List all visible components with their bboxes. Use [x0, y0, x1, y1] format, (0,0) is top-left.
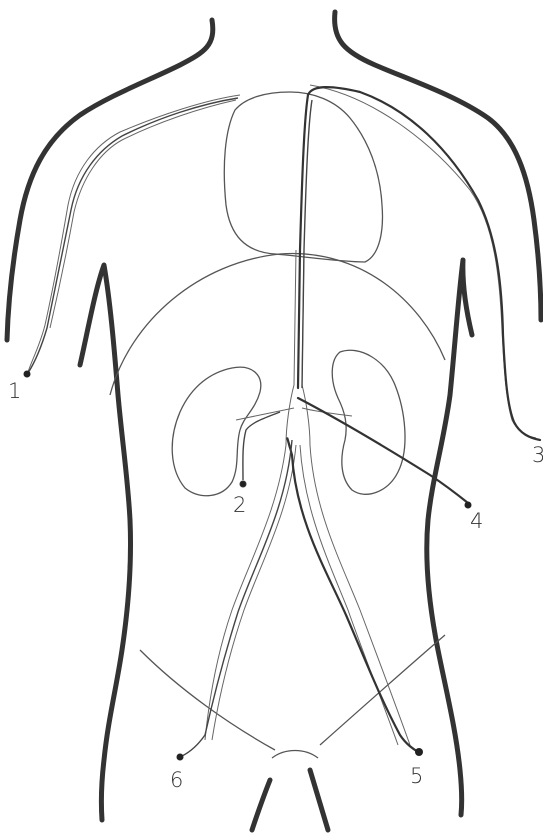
organs — [110, 92, 445, 758]
pubic-arc — [272, 751, 318, 759]
callout-3: 3 — [532, 443, 543, 467]
aorta-left-wall — [286, 250, 296, 445]
catheter-1-tip — [24, 371, 31, 378]
pelvis-right-arc — [320, 635, 445, 745]
catheter-5 — [287, 438, 418, 752]
catheters — [24, 87, 541, 760]
right-leg-inner-outline — [310, 770, 328, 830]
catheter-4-tip — [465, 502, 472, 509]
left-kidney — [172, 367, 261, 496]
callout-1: 1 — [8, 379, 21, 403]
left-subclavian-vessel — [28, 95, 240, 372]
callout-2: 2 — [233, 493, 246, 517]
left-leg-inner-outline — [252, 780, 270, 830]
callout-labels: 1 2 3 4 5 6 — [8, 379, 543, 792]
right-iliac-outer — [310, 445, 410, 745]
neck-right-outline — [335, 12, 541, 320]
torso-right-outline — [427, 260, 472, 815]
vessels — [28, 85, 536, 745]
catheter-2-tip — [240, 481, 246, 487]
pelvis-left-arc — [140, 650, 275, 750]
body-outline — [7, 12, 541, 830]
callout-4: 4 — [470, 509, 483, 533]
callout-5: 5 — [410, 764, 423, 788]
catheter-1 — [28, 98, 238, 373]
catheter-2 — [243, 412, 280, 480]
catheter-5-tip — [415, 748, 423, 756]
diaphragm-dome — [110, 254, 445, 395]
callout-6: 6 — [170, 768, 183, 792]
torso-left-outline — [80, 265, 131, 820]
catheter-6-tip — [177, 754, 184, 761]
left-subclavian-vessel-2 — [50, 100, 236, 328]
